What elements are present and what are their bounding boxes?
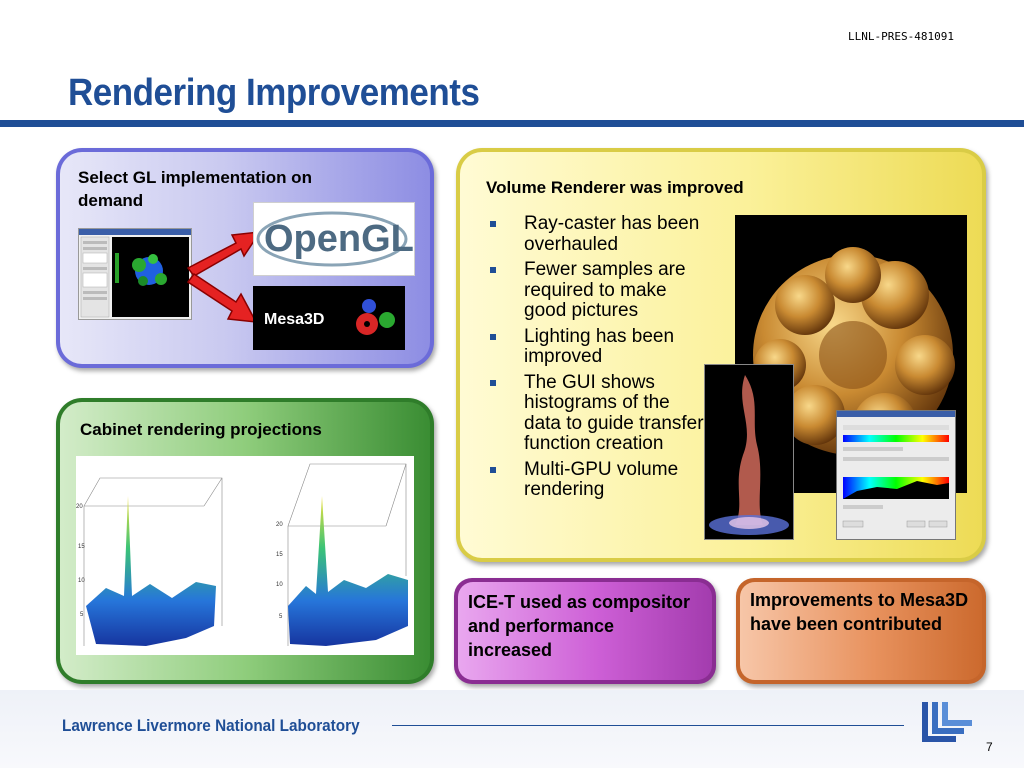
gl-panel-heading: Select GL implementation on demand: [78, 168, 312, 210]
mesa-panel-text: Improvements to Mesa3D have been contrib…: [750, 590, 969, 634]
mesa3d-label: Mesa3D: [264, 311, 325, 328]
flame-volume-image: [704, 364, 794, 540]
bullet-item: Fewer samples are required to make good …: [486, 259, 711, 322]
bullet-square-icon: [490, 267, 496, 273]
mesa-contribution-panel: [736, 578, 986, 684]
volume-panel-heading: Volume Renderer was improved: [486, 178, 744, 197]
icet-panel: [454, 578, 716, 684]
svg-text:15: 15: [276, 552, 283, 558]
bullet-square-icon: [490, 333, 496, 340]
footer-divider: [392, 725, 904, 726]
page-number: 7: [986, 740, 993, 754]
bullet-item: The GUI shows histograms of the data to …: [486, 372, 711, 455]
bullet-square-icon: [490, 379, 496, 386]
svg-text:20: 20: [76, 504, 83, 510]
svg-text:5: 5: [279, 614, 283, 620]
cabinet-projection-plots: 20 15 10 5 20 15 10 5: [76, 456, 414, 655]
selection-arrows: [186, 231, 262, 323]
icet-panel-text: ICE-T used as compositor and performance…: [468, 592, 691, 660]
volume-improvement-list: Ray-caster has been overhauled Fewer sam…: [486, 213, 711, 506]
llnl-logo-icon: [918, 700, 974, 750]
title-underline-bar: [0, 120, 1024, 127]
svg-text:10: 10: [276, 582, 283, 588]
document-id: LLNL-PRES-481091: [848, 30, 954, 43]
bullet-item: Ray-caster has been overhauled: [486, 213, 711, 255]
mesa3d-logo-box: [253, 286, 405, 350]
svg-text:10: 10: [78, 578, 85, 584]
slide-title: Rendering Improvements: [68, 72, 480, 114]
bullet-square-icon: [490, 466, 496, 473]
slide-footer: [0, 690, 1024, 768]
bullet-item: Multi-GPU volume rendering: [486, 459, 711, 501]
svg-text:20: 20: [276, 522, 283, 528]
volume-gui-screenshot: [836, 410, 956, 540]
bullet-item: Lighting has been improved: [486, 326, 711, 368]
opengl-logo-text: OpenGL: [264, 218, 414, 260]
cabinet-panel-heading: Cabinet rendering projections: [80, 420, 322, 439]
opengl-logo: OpenGL: [253, 202, 415, 276]
svg-text:15: 15: [78, 544, 85, 550]
svg-text:5: 5: [80, 612, 84, 618]
visit-app-screenshot: [78, 228, 192, 320]
bullet-square-icon: [490, 221, 496, 227]
title-bar-divider: [508, 127, 510, 149]
lab-name: Lawrence Livermore National Laboratory: [62, 716, 360, 735]
